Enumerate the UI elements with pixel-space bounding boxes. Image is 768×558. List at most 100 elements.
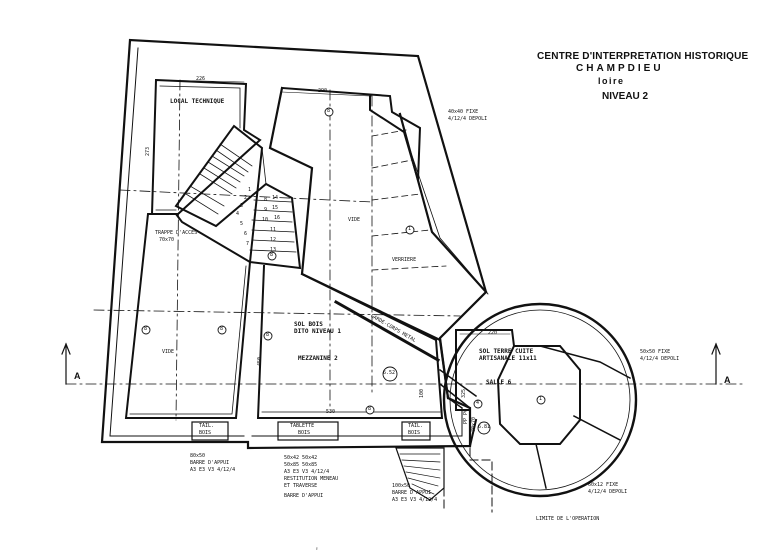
dim-530: 530 (326, 409, 336, 415)
stair-number: 15 (272, 205, 279, 211)
central-upper-room (280, 86, 422, 181)
stair-number: 3 (240, 203, 244, 209)
section-label-left: A (74, 371, 81, 381)
a50-3: A3 E3 V3 4/12/4 (284, 469, 330, 475)
marker-number: 1 (539, 396, 543, 402)
stair-number: 2 (244, 195, 248, 201)
tower-salle-wall (496, 345, 581, 445)
title-line2: CHAMPDIEU (576, 63, 664, 74)
vide-left-label: VIDE (162, 349, 175, 355)
dash-lines (65, 79, 745, 421)
tower-buttress-2 (572, 414, 622, 442)
stair-number: 4 (236, 211, 240, 217)
tower-buttress-3 (535, 443, 547, 489)
stair-number: 11 (270, 227, 277, 233)
title-line3: loire (598, 76, 625, 86)
trappe-label-1: TRAPPE D'ACCES (155, 230, 198, 236)
stair-number: 5 (240, 221, 244, 227)
dim-226: 226 (196, 76, 206, 82)
stair-number: 9 (264, 207, 268, 213)
verriere-label: VERRIERE (392, 257, 417, 263)
garde-corps-line (333, 299, 441, 363)
vide-left-room (124, 213, 252, 419)
pp-pc-2: 70x70 (471, 416, 477, 432)
tower-outer (442, 302, 638, 498)
a50-2: 50x85 50x85 (284, 462, 318, 468)
a100-3: A3 E3 V3 4/12/4 (392, 497, 438, 503)
tablette-2: BOIS (298, 430, 311, 436)
marker-number: 8 (220, 326, 224, 332)
marker-number: 4 (476, 400, 480, 406)
marker-652: 6.52 (383, 370, 396, 376)
sol-terre-label-1: SOL TERRE CUITE (479, 348, 534, 355)
marker-number: 8 (368, 406, 372, 412)
stair-number: 1 (248, 187, 252, 193)
stair-number: 14 (272, 195, 279, 201)
pp-pc-1: PP PC (463, 408, 469, 424)
limite-operation: LIMITE DE L'OPERATION (536, 516, 600, 522)
marker-number: 8 (266, 332, 270, 338)
a100-1: 100x50 (392, 483, 411, 489)
dim-line-top-left (159, 79, 245, 83)
win-right-2: 4/12/4 DEPOLI (640, 356, 680, 362)
section-label-right: A (724, 375, 731, 385)
a50-5: ET TRAVERSE (284, 483, 318, 489)
dim-273: 273 (145, 146, 151, 156)
tail-left-sill (191, 421, 229, 441)
tower-passage (438, 368, 478, 410)
win-top-1: 40x40 FIXE (448, 109, 479, 115)
operation-limit (443, 447, 493, 513)
stair-number: 8 (264, 197, 268, 203)
dim-220: 220 (488, 330, 498, 336)
salle-label: SALLE 6 (486, 379, 512, 386)
local-technique-label: LOCAL TECHNIQUE (170, 98, 225, 105)
tower-room-wall (455, 329, 516, 448)
dim-325: 325 (461, 388, 467, 398)
level-label: NIVEAU 2 (602, 91, 649, 102)
win-right-1: 50x50 FIXE (640, 349, 671, 355)
a50-6: BARRE D'APPUI (284, 493, 324, 499)
a50-1: 50x42 50x42 (284, 455, 318, 461)
a80-2: BARRE D'APPUI (190, 460, 230, 466)
win-bottom-1: 60x12 FIXE (588, 482, 619, 488)
title-line1: CENTRE D'INTERPRETATION HISTORIQUE (537, 51, 749, 62)
mezzanine-room (256, 264, 444, 419)
central-wall-left (268, 86, 450, 400)
tail-mid-2: BOIS (408, 430, 421, 436)
vide-center-label: VIDE (348, 217, 361, 223)
stair-number: 6 (244, 231, 248, 237)
vide-left-inner (129, 265, 247, 415)
a80-3: A3 E3 V3 4/12/4 (190, 467, 236, 473)
marker-681: 6.81 (478, 424, 491, 430)
dim-100: 100 (419, 388, 425, 398)
local-technique-inner (155, 85, 241, 211)
verriere-dash (371, 129, 447, 271)
verriere-wall (398, 112, 488, 294)
outer-wall-inner (109, 47, 463, 437)
marker-number: 8 (144, 326, 148, 332)
a80-1: 80x50 (190, 453, 206, 459)
staircase-outline (174, 124, 302, 270)
stair-number: 10 (262, 217, 269, 223)
tablette-sill (277, 421, 339, 441)
outer-wall (100, 38, 488, 450)
sol-bois-label-2: DITO NIVEAU 1 (294, 328, 341, 335)
dim-line-top-mid (281, 91, 373, 97)
dim-450: 450 (257, 356, 263, 366)
tail-left-1: TAIL. (199, 423, 215, 429)
sol-terre-label-2: ARTISANALE 11x11 (479, 355, 537, 362)
tower-buttress-1 (539, 345, 632, 380)
win-top-2: 4/12/4 DEPOLI (448, 116, 488, 122)
stair-number: 12 (270, 237, 277, 243)
a50-4: RESTITUTION MENEAU (284, 476, 339, 482)
tail-mid-1: TAIL. (408, 423, 424, 429)
entrance-steps (395, 447, 445, 501)
stair-treads (185, 143, 297, 253)
stair-number: 13 (270, 247, 277, 253)
marker-number: 8 (327, 108, 331, 114)
win-bottom-2: 4/12/4 DEPOLI (588, 489, 628, 495)
tail-left-2: BOIS (199, 430, 212, 436)
footer-mark: ᵦ (316, 545, 318, 551)
marker-number: 8 (270, 252, 274, 258)
